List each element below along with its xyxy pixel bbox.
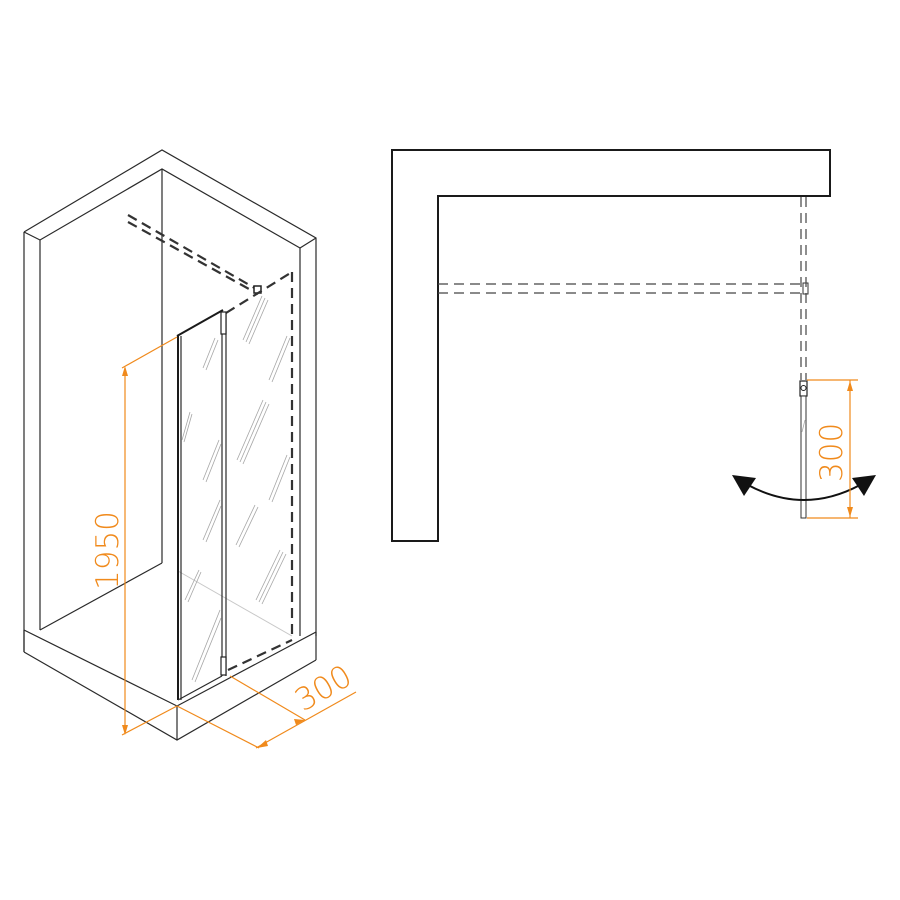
plan-view: 300	[391, 149, 876, 542]
l-shaped-wall	[391, 149, 831, 542]
depth-dimension: 300	[176, 658, 358, 749]
hinge-bottom	[220, 656, 227, 676]
swing-arrow-right-head	[852, 475, 876, 496]
isometric-view: 1950 300	[23, 149, 358, 749]
swing-panel-dimension-label: 300	[814, 423, 850, 482]
swing-arrow	[732, 475, 876, 501]
hinged-return-panel	[176, 309, 227, 701]
hinge-top	[220, 311, 227, 335]
shower-tray	[23, 562, 317, 741]
glass-hatch-right	[235, 295, 291, 605]
swing-panel	[800, 395, 807, 519]
swing-arrow-left-head	[732, 475, 756, 496]
wall-enclosure	[23, 149, 317, 652]
height-dimension-label: 1950	[90, 511, 126, 590]
swing-panel-dimension: 300	[807, 379, 858, 519]
top-support-bar	[127, 214, 262, 295]
hinge	[799, 380, 808, 397]
fixed-panel-dashed	[800, 197, 807, 380]
support-bar-dashed	[438, 282, 809, 295]
height-dimension: 1950	[90, 336, 178, 736]
fixed-glass-panel	[225, 271, 294, 671]
glass-hatch-left	[181, 337, 222, 683]
